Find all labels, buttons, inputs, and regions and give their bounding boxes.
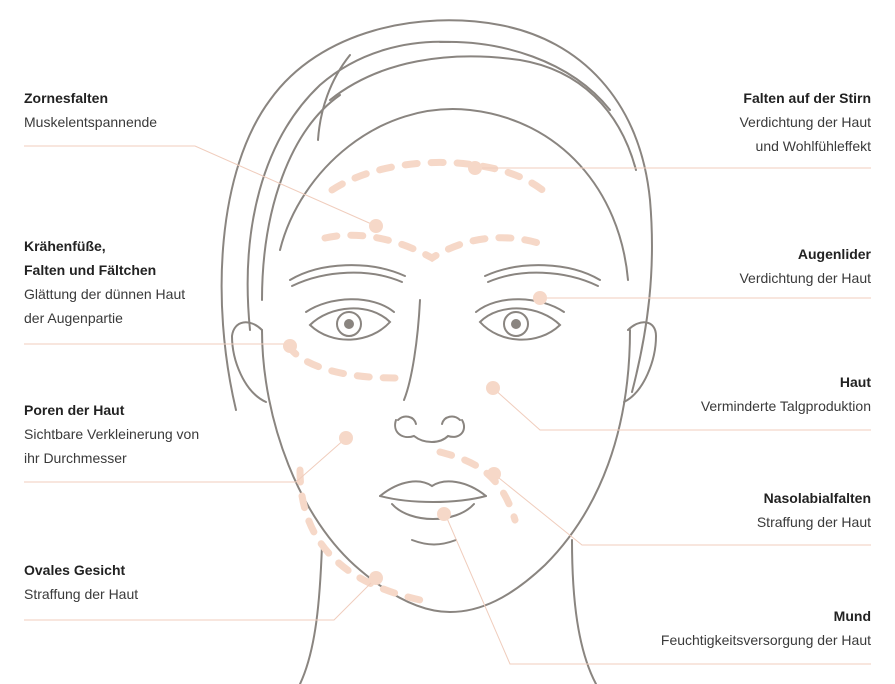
annotation-mund: Mund Feuchtigkeitsversorgung der Haut xyxy=(661,604,871,652)
crows-feet-zone xyxy=(288,345,395,378)
nose-tip xyxy=(395,420,464,442)
annotation-desc: ihr Durchmesser xyxy=(24,446,199,470)
left-ear xyxy=(232,322,266,402)
leader-zornesfalten xyxy=(24,146,376,226)
nose-bridge xyxy=(404,300,420,400)
annotation-augenlider: Augenlider Verdichtung der Haut xyxy=(739,242,871,290)
lower-lip xyxy=(392,504,474,519)
annotation-desc: Verdichtung der Haut xyxy=(739,110,871,134)
nose-right xyxy=(442,417,460,424)
hair-strand xyxy=(330,56,636,170)
annotation-desc: Straffung der Haut xyxy=(757,510,871,534)
upper-lip xyxy=(380,481,486,496)
annotation-zornesfalten: Zornesfalten Muskelentspannende xyxy=(24,86,157,134)
marker-nasolabial xyxy=(487,467,501,481)
marker-haut xyxy=(486,381,500,395)
right-eyebrow xyxy=(488,273,598,286)
annotation-desc: Muskelentspannende xyxy=(24,110,157,134)
annotation-haut: Haut Verminderte Talgproduktion xyxy=(701,370,871,418)
right-pupil xyxy=(512,320,520,328)
brow-zone xyxy=(325,235,545,258)
left-pupil xyxy=(345,320,353,328)
marker-kraehenfuesse xyxy=(283,339,297,353)
left-eyelid xyxy=(306,299,394,312)
annotation-desc: Straffung der Haut xyxy=(24,582,138,606)
marker-stirn xyxy=(468,161,482,175)
neck-left xyxy=(300,545,322,684)
marker-augenlider xyxy=(533,291,547,305)
annotation-stirn: Falten auf der Stirn Verdichtung der Hau… xyxy=(739,86,871,158)
annotation-desc: Glättung der dünnen Haut xyxy=(24,282,185,306)
annotation-title: Zornesfalten xyxy=(24,86,157,110)
annotation-title: Falten und Fältchen xyxy=(24,258,185,282)
annotation-desc: Feuchtigkeitsversorgung der Haut xyxy=(661,628,871,652)
annotation-desc: Verdichtung der Haut xyxy=(739,266,871,290)
mouth-line xyxy=(380,496,486,502)
annotation-nasolabialfalten: Nasolabialfalten Straffung der Haut xyxy=(757,486,871,534)
annotation-title: Haut xyxy=(701,370,871,394)
right-eyelid xyxy=(476,299,564,312)
annotation-poren: Poren der Haut Sichtbare Verkleinerung v… xyxy=(24,398,199,470)
annotation-ovales-gesicht: Ovales Gesicht Straffung der Haut xyxy=(24,558,138,606)
annotation-desc: der Augenpartie xyxy=(24,306,185,330)
annotation-desc: Verminderte Talgproduktion xyxy=(701,394,871,418)
face-contour xyxy=(262,330,630,612)
annotation-title: Nasolabialfalten xyxy=(757,486,871,510)
markers xyxy=(283,161,547,585)
nasolabial-zone xyxy=(440,452,515,520)
marker-zornesfalten xyxy=(369,219,383,233)
neck-right xyxy=(572,540,596,684)
marker-poren xyxy=(339,431,353,445)
annotation-kraehenfuesse: Krähenfüße, Falten und Fältchen Glättung… xyxy=(24,234,185,330)
marker-ovales xyxy=(369,571,383,585)
nose-left xyxy=(398,417,416,424)
annotation-title: Mund xyxy=(661,604,871,628)
annotation-title: Falten auf der Stirn xyxy=(739,86,871,110)
annotation-desc: und Wohlfühleffekt xyxy=(739,134,871,158)
forehead-zone xyxy=(332,162,545,192)
chin-line xyxy=(412,540,456,545)
hair-strand xyxy=(440,42,610,110)
annotation-title: Krähenfüße, xyxy=(24,234,185,258)
annotation-title: Augenlider xyxy=(739,242,871,266)
hair-strand xyxy=(262,95,340,300)
hairline xyxy=(280,109,628,280)
annotation-title: Poren der Haut xyxy=(24,398,199,422)
marker-mund xyxy=(437,507,451,521)
annotation-desc: Sichtbare Verkleinerung von xyxy=(24,422,199,446)
annotation-title: Ovales Gesicht xyxy=(24,558,138,582)
left-eyebrow xyxy=(292,273,402,286)
